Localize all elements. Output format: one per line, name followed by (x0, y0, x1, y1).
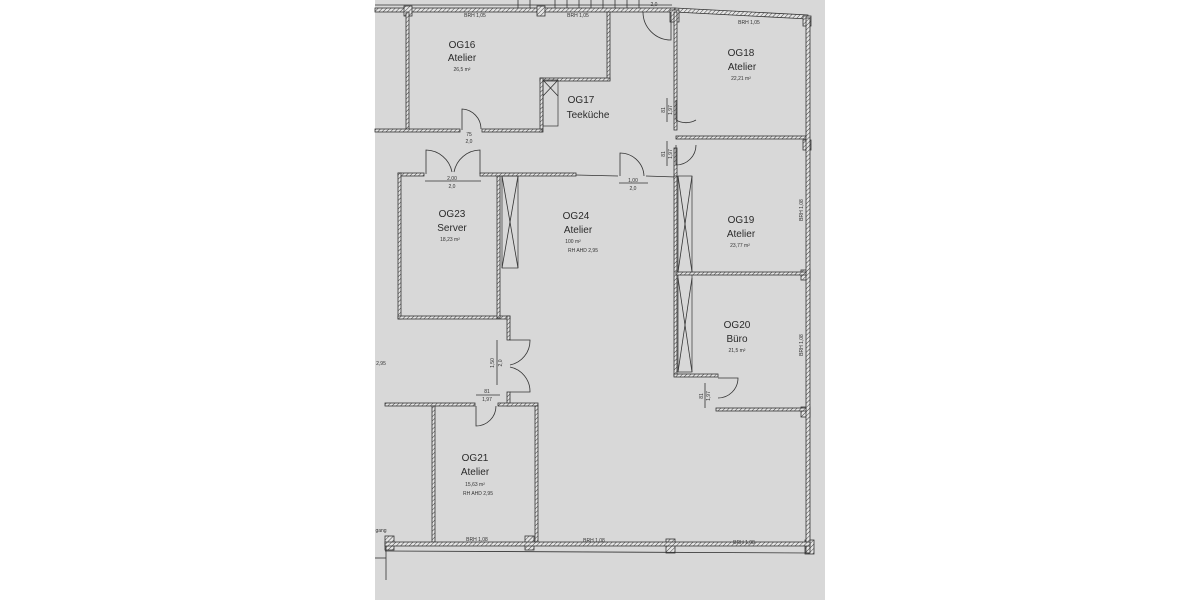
room-id: OG23 (439, 209, 466, 220)
room-use: Atelier (727, 229, 756, 240)
brh-label: BRH 1,08 (583, 538, 605, 544)
door-dim: 1,97 (706, 391, 712, 401)
door-dim: 1,00 (628, 178, 638, 184)
window-labels: BRH 1,05 BRH 1,05 BRH 1,05 BRH 1,08 BRH … (464, 13, 805, 546)
room-use: Atelier (461, 467, 490, 478)
door-dim: 1,97 (668, 105, 674, 115)
door-dim: 81 (661, 151, 667, 157)
door-dim: 2,0 (449, 184, 456, 190)
door-dim: 75 (466, 132, 472, 138)
paper-photo (375, 0, 825, 600)
walls (374, 0, 815, 580)
door-dim: 81 (661, 107, 667, 113)
stairs-top (517, 0, 640, 8)
wall-top (374, 7, 676, 13)
door-dim: 2,0 (466, 139, 473, 145)
room-use: Büro (726, 334, 748, 345)
partial-room-label: gang (375, 528, 386, 534)
room-area: 22,21 m² (731, 76, 751, 82)
room-area: 100 m² (565, 239, 581, 245)
room-id: OG24 (563, 211, 590, 222)
dim-label: 2,95 (376, 361, 386, 367)
door-dim: 1,97 (482, 397, 492, 403)
brh-label: BRH 1,05 (738, 20, 760, 26)
door-dim: 2,0 (498, 359, 504, 366)
room-id: OG16 (449, 40, 476, 51)
room-use: Atelier (728, 62, 757, 73)
room-id: OG20 (724, 320, 751, 331)
room-use: Atelier (564, 225, 593, 236)
room-area: 18,23 m² (440, 237, 460, 243)
door-dim: 81 (484, 389, 490, 395)
brh-label: BRH 1,08 (799, 199, 805, 221)
room-area: 26,5 m² (454, 67, 471, 73)
doors (425, 11, 739, 427)
room-area: 21,5 m² (729, 348, 746, 354)
room-labels: OG16 Atelier 26,5 m² OG17 Teeküche OG18 … (437, 40, 757, 497)
brh-label: BRH 1,08 (466, 537, 488, 543)
room-area: 15,63 m² (465, 482, 485, 488)
shaft (542, 79, 559, 127)
brh-label: BRH 1,08 (799, 334, 805, 356)
room-id: OG18 (728, 48, 755, 59)
room-use: Teeküche (567, 110, 610, 121)
room-area: 23,77 m² (730, 243, 750, 249)
room-height: RH AHD 2,95 (568, 248, 598, 254)
door-dim: 81 (699, 393, 705, 399)
brh-label: BRH 1,05 (464, 13, 486, 19)
room-id: OG17 (568, 95, 595, 106)
door-dimensions: 75 2,0 2,00 2,0 1,00 2,0 81 1,97 1,50 2,… (375, 2, 712, 534)
brh-label: BRH 1,08 (733, 540, 755, 546)
room-id: OG19 (728, 215, 755, 226)
door-dim: 2,0 (630, 186, 637, 192)
door-dim: 2,00 (447, 176, 457, 182)
door-dim: 2,0 (651, 2, 658, 8)
brh-label: BRH 1,05 (567, 13, 589, 19)
door-dim: 1,97 (668, 149, 674, 159)
door-dim: 1,50 (490, 358, 496, 368)
room-height: RH AHD 2,95 (463, 491, 493, 497)
room-use: Server (437, 223, 467, 234)
room-use: Atelier (448, 53, 477, 64)
room-id: OG21 (462, 453, 489, 464)
